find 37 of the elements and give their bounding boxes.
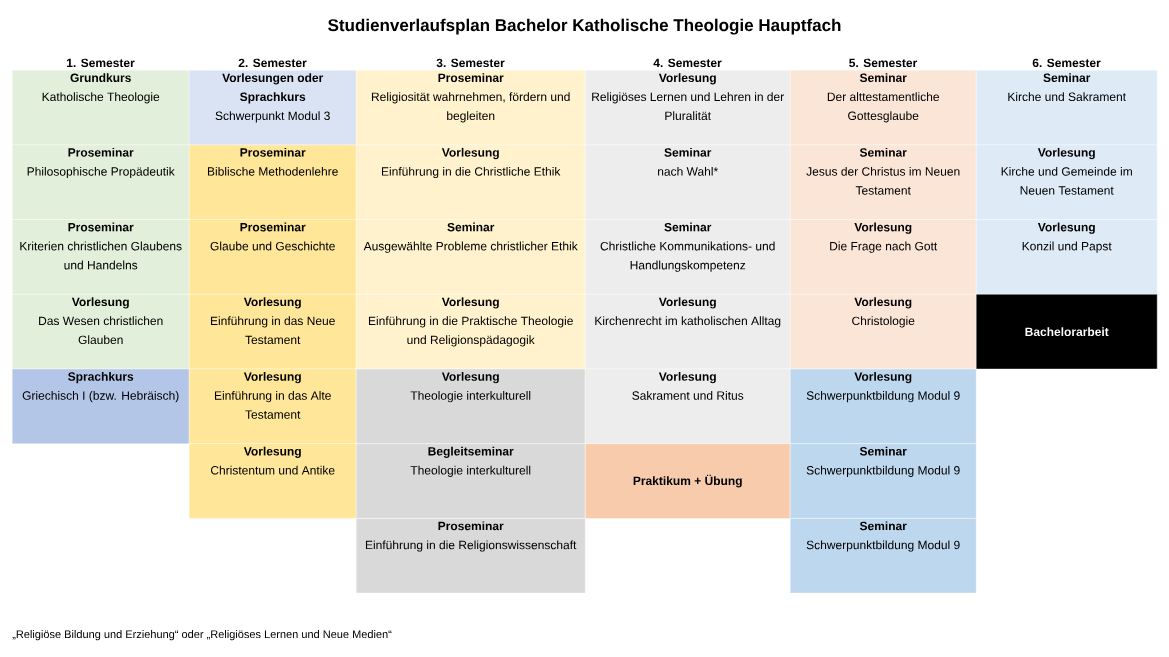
course-cell: Vorlesungen oder Sprachkurs Schwerpunkt Modul 3 [189, 70, 357, 146]
course-cell: Seminar Christliche Kommunikations- und Handlungskompetenz [585, 219, 791, 295]
course-cell: Seminar Schwerpunktbildung Modul 9 [790, 443, 977, 519]
course-cell: Proseminar Glaube und Geschichte [189, 219, 357, 295]
course-cell: Vorlesung Schwerpunktbildung Modul 9 [790, 368, 977, 444]
course-cell: Seminar Jesus der Christus im Neuen Testament [790, 144, 977, 220]
course-cell: Proseminar Kriterien christlichen Glaubens und Handelns [12, 219, 190, 295]
course-cell: Vorlesung Konzil und Papst [976, 219, 1158, 295]
course-cell: Vorlesung Sakrament und Ritus [585, 368, 791, 444]
course-cell: Proseminar Biblische Methodenlehre [189, 144, 357, 220]
course-cell: Proseminar Religiosität wahrnehmen, fördern und begleiten [356, 70, 586, 146]
course-cell: Praktikum + Übung [585, 443, 791, 519]
course-cell: Proseminar Philosophische Propädeutik [12, 144, 190, 220]
course-cell: Vorlesung Einführung in die Praktische Theologie und Religionspädagogik [356, 294, 586, 370]
course-cell: Begleitseminar Theologie interkulturell [356, 443, 586, 519]
course-cell: Vorlesung Das Wesen christlichen Glauben [12, 294, 190, 370]
course-cell: Vorlesung Kirchenrecht im katholischen Alltag [585, 294, 791, 370]
course-cell: Seminar nach Wahl* [585, 144, 791, 220]
course-cell: Seminar Schwerpunktbildung Modul 9 [790, 518, 977, 594]
course-cell: Proseminar Einführung in die Religionswissenschaft [356, 518, 586, 594]
course-cell: Sprachkurs Griechisch I (bzw. Hebräisch) [12, 368, 190, 444]
course-cell: Grundkurs Katholische Theologie [12, 70, 190, 146]
course-cell: Vorlesung Christentum und Antike [189, 443, 357, 519]
course-cell: Vorlesung Einführung in die Christliche Ethik [356, 144, 586, 220]
course-cell: Vorlesung Einführung in das Alte Testament [189, 368, 357, 444]
course-cell: Vorlesung Kirche und Gemeinde im Neuen Testament [976, 144, 1158, 220]
course-cell: Vorlesung Religiöses Lernen und Lehren in der Pluralität [585, 70, 791, 146]
course-cell: Vorlesung Einführung in das Neue Testament [189, 294, 357, 370]
footnote: „Religiöse Bildung und Erziehung“ oder „Religiöses Lernen und Neue Medien“ [12, 630, 392, 641]
course-cell: Seminar Der alttestamentliche Gottesglaube [790, 70, 977, 146]
course-cell: Vorlesung Die Frage nach Gott [790, 219, 977, 295]
title: Studienverlaufsplan Bachelor Katholische Theologie Hauptfach [328, 18, 841, 35]
course-cell: Seminar Ausgewählte Probleme christlicher Ethik [356, 219, 586, 295]
course-cell: Seminar Kirche und Sakrament [976, 70, 1158, 146]
course-cell: Bachelorarbeit [976, 294, 1158, 370]
course-cell: Vorlesung Christologie [790, 294, 977, 370]
course-cell: Vorlesung Theologie interkulturell [356, 368, 586, 444]
